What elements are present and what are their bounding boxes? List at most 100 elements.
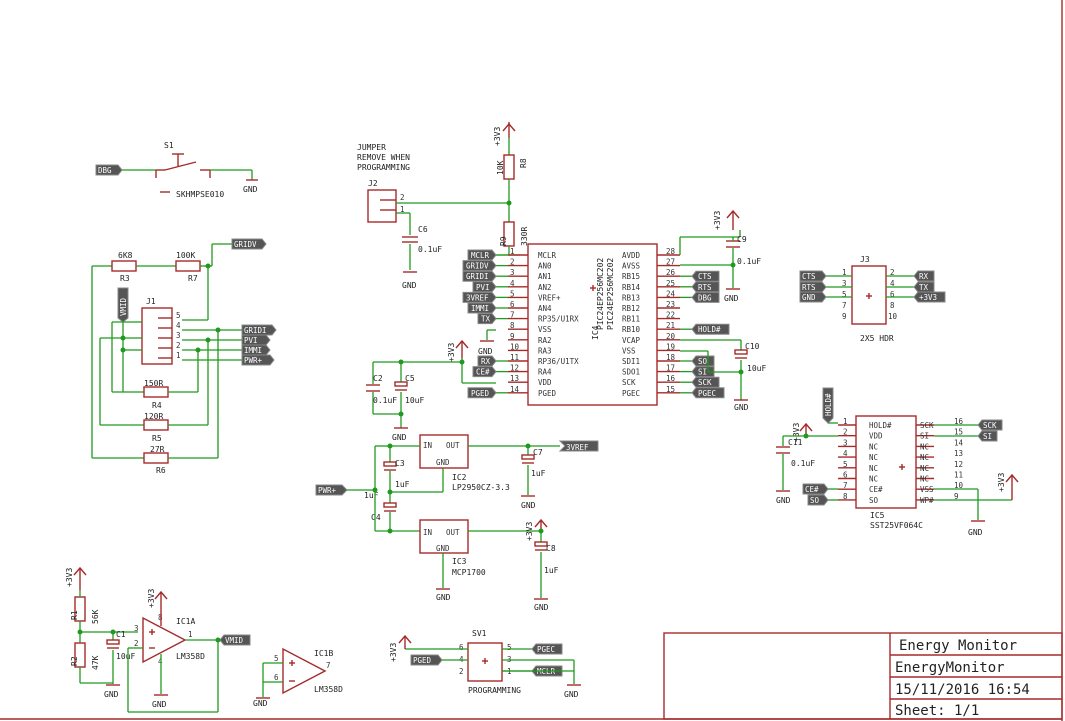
ic4-pin-name: RB11	[622, 315, 640, 324]
regulator-ic3: IN OUT GND IC3 MCP1700 GND +3V3 C8 1uF G…	[419, 518, 559, 612]
r8-ref: R8	[519, 158, 528, 168]
pin-label: 3	[134, 624, 139, 633]
ic5-pin-name: NC	[869, 475, 878, 484]
j3-ref: J3	[860, 255, 870, 264]
ic4-net-text: IMMI	[471, 304, 489, 313]
pin-label: 6	[459, 643, 464, 652]
j1-ref: J1	[146, 297, 156, 306]
net-3v3-j3-text: +3V3	[919, 293, 937, 302]
ic4-net-text: SO	[698, 357, 708, 366]
net-pvi-text: PVI	[244, 336, 258, 345]
r8-value: 10K	[496, 160, 505, 175]
ic4-net-text: RX	[481, 357, 491, 366]
ic4-net-text: RTS	[698, 283, 712, 292]
ic4-net-text: MCLR	[471, 251, 490, 260]
ic5-pin-number: 1	[843, 417, 848, 426]
r2-ref: R2	[70, 656, 79, 666]
r5-value: 120R	[144, 412, 163, 421]
net-vmid-j1-text: VMID	[119, 297, 128, 316]
c1-value: 10uF	[116, 652, 135, 661]
ic4-net-text: 3VREF	[466, 293, 489, 302]
ic4-net-label	[691, 281, 720, 293]
net-label-si-ic5	[977, 430, 998, 442]
r7-ref: R7	[188, 274, 198, 283]
c7-value: 1uF	[531, 469, 546, 478]
ic5-pin-number: 12	[954, 460, 963, 469]
ic4-pin-name: VSS	[538, 325, 552, 334]
net-sck-ic5-text: SCK	[983, 421, 997, 430]
ic4-pin-number: 8	[510, 321, 515, 330]
ic4-net-label	[477, 355, 497, 367]
net-label-vmid-j1	[117, 287, 129, 323]
pin-label: 7	[326, 661, 331, 670]
ic4-net-text: HOLD#	[698, 325, 721, 334]
c2-value: 0.1uF	[373, 396, 397, 405]
net-so-ic5-text: SO	[810, 496, 820, 505]
pin-label: 6	[890, 290, 895, 299]
pin-label: OUT	[446, 441, 460, 450]
net-gridi-text: GRIDI	[244, 326, 267, 335]
ic5-pin-name: NC	[869, 442, 878, 451]
ic4-net-label	[691, 376, 720, 388]
r1-ref: R1	[70, 610, 79, 620]
ic4-pin-name: SDI1	[622, 357, 640, 366]
ic5-pin-name: NC	[920, 464, 929, 473]
reset-network: +3V3 10K R8 R9 330R	[493, 122, 529, 256]
pin-label: 1	[400, 205, 405, 214]
ic4-value: PIC24EP256MC202	[596, 258, 605, 330]
ic5-pin-name: SCK	[920, 421, 934, 430]
switch-s1: DBG GND S1 SKHMPSE010	[95, 141, 258, 199]
ic4-net-label	[462, 260, 497, 272]
gnd-label: GND	[478, 347, 493, 356]
c10-value: 10uF	[747, 364, 766, 373]
net-label-hold	[822, 387, 834, 424]
ic4-pin-number: 20	[666, 332, 676, 341]
s1-value: SKHMPSE010	[176, 190, 224, 199]
gnd-label: GND	[564, 690, 579, 699]
gnd-label: GND	[724, 294, 739, 303]
ic4-pin-number: 24	[666, 289, 676, 298]
ic4-pin-number: 19	[666, 342, 675, 351]
date-text: 15/11/2016 16:54	[895, 682, 1030, 698]
ic5-pin-number: 10	[954, 481, 964, 490]
c6-value: 0.1uF	[418, 245, 442, 254]
gnd-label: GND	[253, 699, 268, 708]
net-label-rts	[799, 281, 827, 293]
ic4-net-label	[691, 270, 720, 282]
net-label-vmid	[219, 634, 251, 646]
gnd-label: GND	[104, 690, 119, 699]
net-label-dbg	[95, 164, 123, 176]
ic4-net-label	[472, 366, 497, 378]
ic5-pin-name: VDD	[869, 432, 883, 441]
ic4-pin-name: RA3	[538, 346, 552, 355]
net-3vref-text: 3VREF	[566, 443, 589, 452]
ic4-net-label	[691, 291, 720, 303]
pin-label: 5	[176, 311, 181, 320]
ic4-pin-name: PGED	[538, 389, 557, 398]
ic4-pin-number: 25	[666, 279, 675, 288]
net-gridv-text: GRIDV	[234, 240, 257, 249]
ic4-value-2: PIC24EP256MC202	[606, 258, 615, 330]
input-network-j1: J1 5 4 3 2 1 GRIDI PVI IMMI PWR+ GRIDV	[91, 238, 277, 475]
pin-label: 7	[842, 301, 847, 310]
ic5-pin-number: 3	[843, 438, 848, 447]
ic4-pin-number: 18	[666, 353, 676, 362]
ic5-pin-name: NC	[920, 453, 929, 462]
ic5-pin-number: 13	[954, 449, 963, 458]
pin-label: 1	[188, 630, 193, 639]
s1-ref: S1	[164, 141, 174, 150]
gnd-label: GND	[402, 281, 417, 290]
net-pwr-text: PWR+	[318, 486, 337, 495]
ic4-net-label	[467, 387, 497, 399]
net-label-gridi	[241, 324, 277, 336]
pin-label: IN	[423, 441, 432, 450]
title-text: Energy Monitor	[899, 638, 1017, 654]
ic4-pin-number: 14	[510, 385, 520, 394]
ic4-net-label	[467, 249, 497, 261]
ic5-pin-name: VSS	[920, 485, 934, 494]
ic4-net-text: SI	[698, 368, 707, 377]
ic4-pin-name: RB10	[622, 325, 641, 334]
ic4-pin-name: VDD	[538, 378, 552, 387]
ic4-net-label	[462, 270, 497, 282]
